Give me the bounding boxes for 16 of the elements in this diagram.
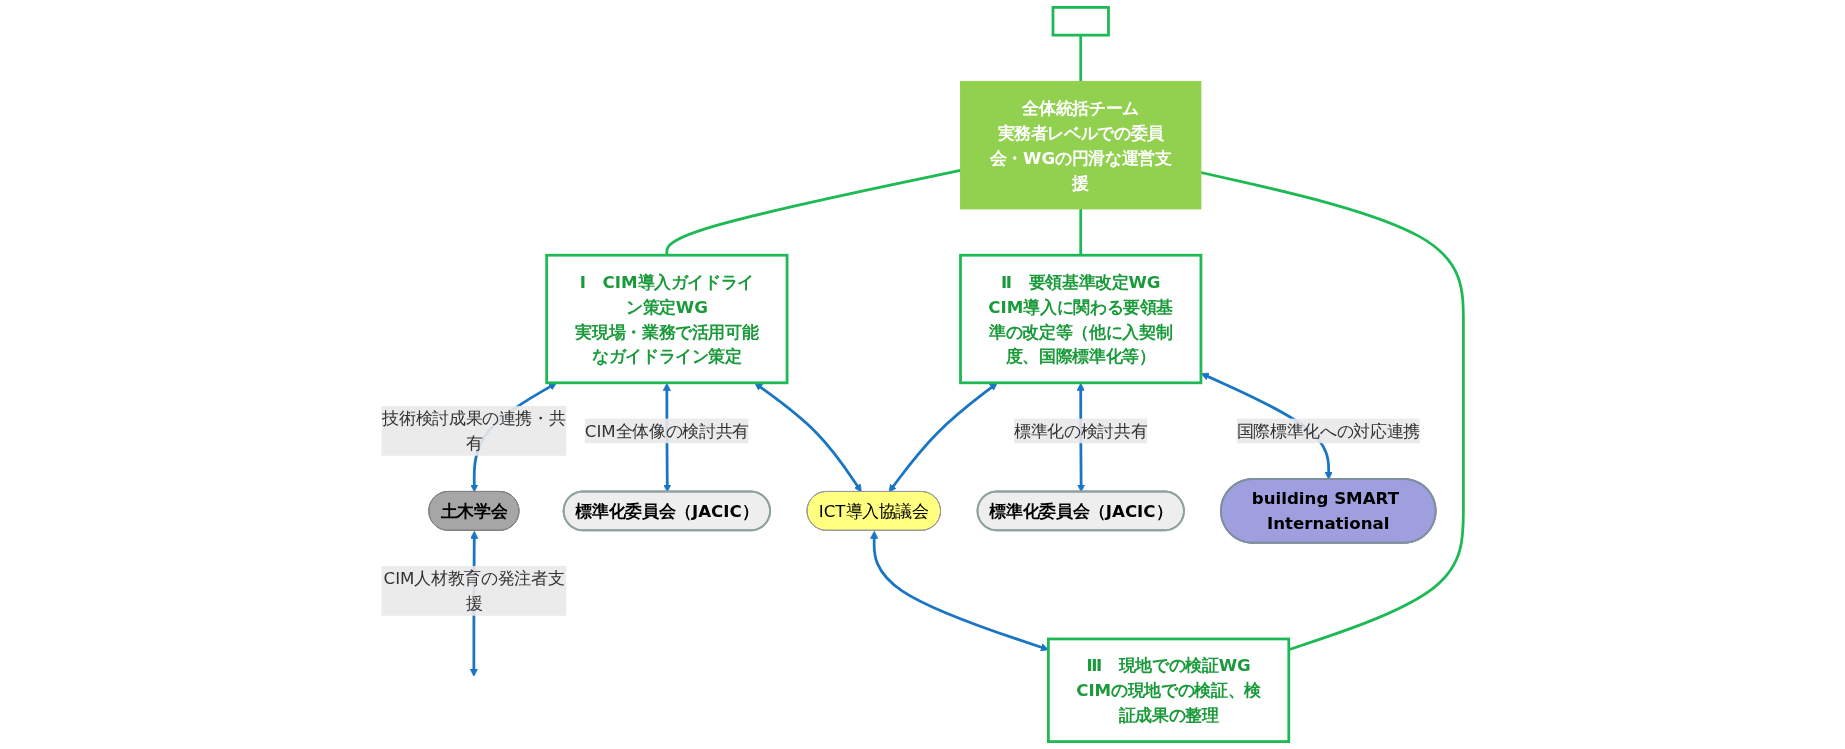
edge-label: 技術検討成果の連携・共有 (382, 408, 566, 454)
node-box: Ⅱ 要領基準改定WG CIM導入に関わる要領基準の改定等（他に入契制度、国際標準化等） (959, 253, 1203, 385)
edge-label: 国際標準化への対応連携 (1236, 421, 1420, 441)
node-box: Ⅰ CIM導入ガイドライン策定WG 実現場・業務で活用可能なガイドライン策定 (545, 253, 789, 385)
arrow (754, 382, 862, 493)
node-box: Ⅲ 現地での検証WG CIMの現地での検証、検証成果の整理 (1047, 637, 1291, 743)
edge-label: CIM人材教育の発注者支援 (383, 568, 565, 614)
arrow (870, 530, 1049, 652)
connector (665, 169, 961, 256)
node-box (1051, 6, 1110, 37)
connector (1079, 209, 1083, 256)
edge-label: CIM全体像の検討共有 (584, 421, 749, 441)
node-box: 全体統括チーム 実務者レベルでの委員会・WGの円滑な運営支援 (960, 80, 1202, 210)
edge-label: 標準化の検討共有 (1014, 421, 1148, 441)
arrow (888, 382, 998, 493)
connector (1079, 35, 1083, 82)
